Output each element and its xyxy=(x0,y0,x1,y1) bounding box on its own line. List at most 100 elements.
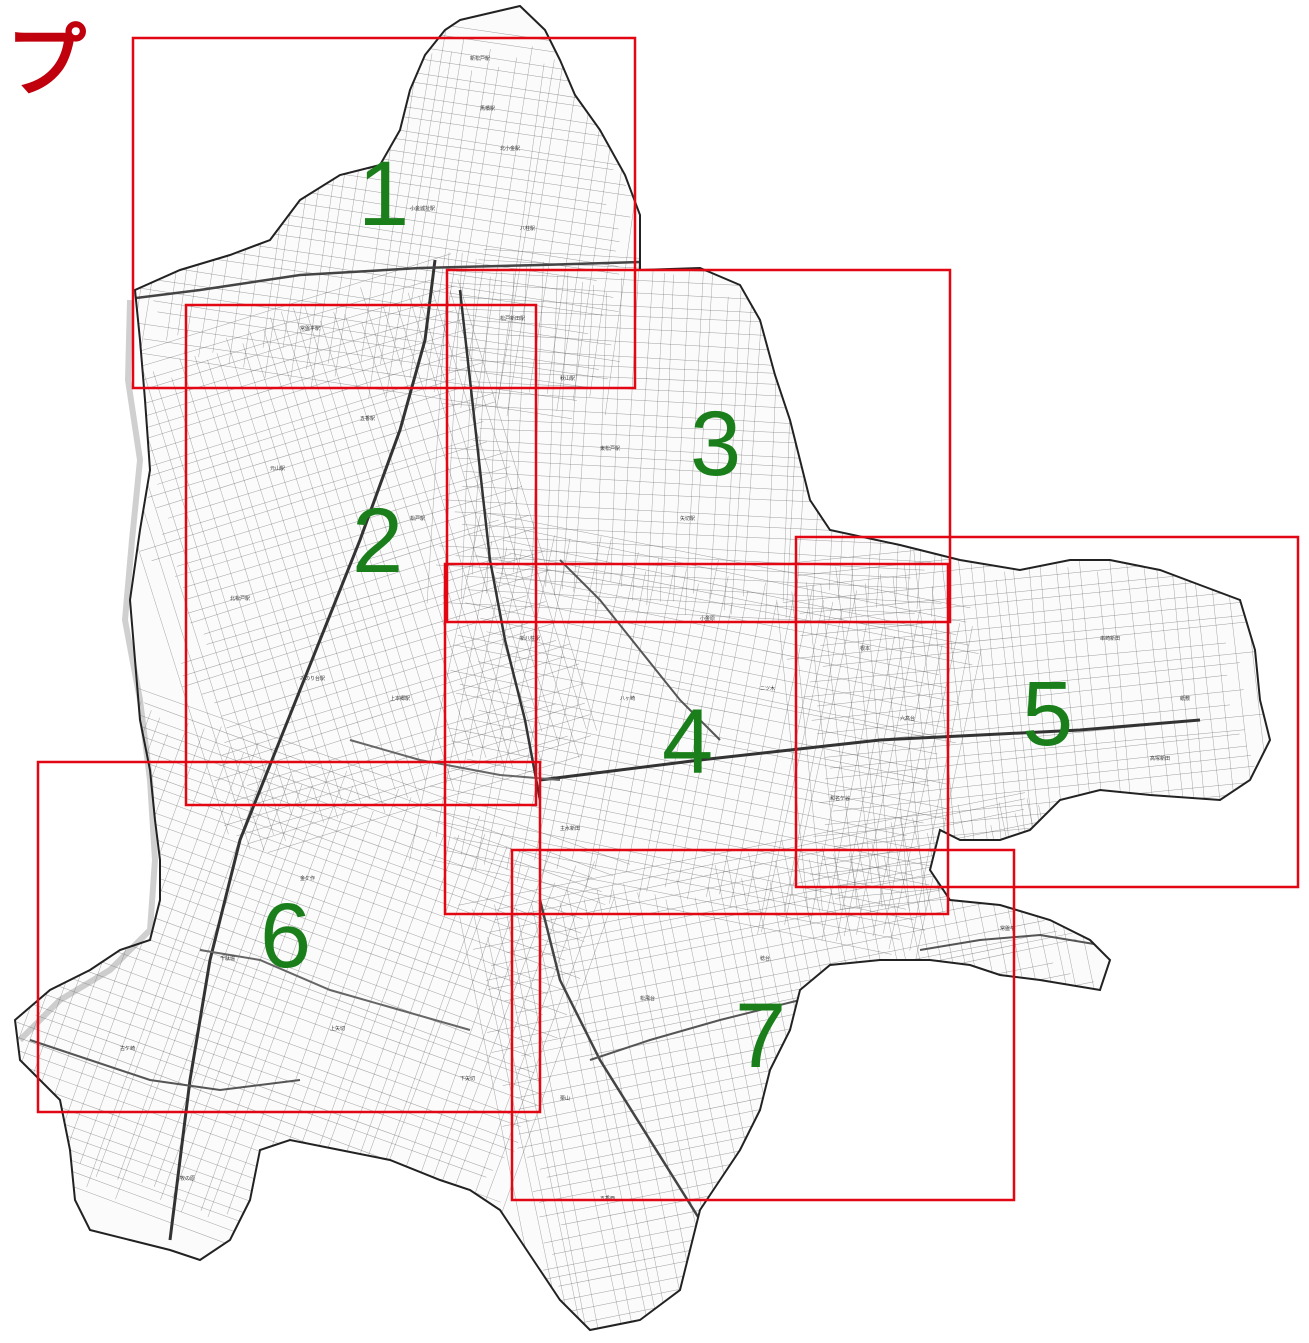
street-line xyxy=(882,645,943,934)
street-line xyxy=(113,279,432,375)
street-line xyxy=(632,261,654,601)
place-label: 新八柱駅 xyxy=(520,635,540,642)
road-line xyxy=(29,1039,301,1092)
place-label: 金ケ作 xyxy=(300,875,315,882)
street-line xyxy=(474,46,533,412)
city-area xyxy=(15,6,1270,1330)
street-line xyxy=(424,70,473,391)
street-line xyxy=(61,961,521,1127)
street-line xyxy=(207,359,342,801)
street-line xyxy=(42,993,505,1159)
street-block xyxy=(409,513,982,963)
street-line xyxy=(583,899,675,1330)
street-line xyxy=(171,6,630,53)
street-line xyxy=(1055,807,1152,1263)
street-line xyxy=(190,514,529,624)
street-line xyxy=(446,850,900,940)
street-line xyxy=(626,568,687,872)
sheet-number-1: 1 xyxy=(358,143,409,245)
street-line xyxy=(137,353,286,841)
street-line xyxy=(459,801,905,894)
street-line xyxy=(35,1014,487,1178)
street-line xyxy=(504,890,1046,1002)
street-line xyxy=(638,583,699,898)
street-line xyxy=(246,682,586,786)
street-line xyxy=(320,320,463,772)
sheet-frame-3[interactable] xyxy=(445,268,952,624)
street-line xyxy=(821,628,884,941)
sheet-frame-5[interactable] xyxy=(794,535,1300,889)
street-line xyxy=(664,576,729,888)
sheet-numbers: 1 2 3 4 5 6 7 xyxy=(260,143,1073,1087)
place-label: 八柱駅 xyxy=(520,225,535,232)
street-line xyxy=(541,539,612,883)
street-line xyxy=(203,527,537,635)
sheet-frame-6[interactable] xyxy=(36,760,542,1114)
street-line xyxy=(407,292,543,732)
sheet-frame-4[interactable] xyxy=(443,562,950,916)
road-line xyxy=(559,559,721,741)
street-line xyxy=(515,908,604,1330)
street-line xyxy=(451,740,907,837)
street-line xyxy=(566,888,660,1329)
street-line xyxy=(125,321,597,389)
street-line xyxy=(585,571,646,890)
street-line xyxy=(506,538,571,870)
street-line xyxy=(719,602,777,895)
street-line xyxy=(612,889,702,1330)
street-line xyxy=(56,726,222,1178)
street-line xyxy=(433,49,491,393)
street-line xyxy=(247,735,592,845)
street-line xyxy=(475,547,538,871)
street-line xyxy=(385,29,447,398)
street-line xyxy=(380,53,433,365)
street-line xyxy=(360,287,513,768)
street-line xyxy=(459,683,948,785)
street-line xyxy=(224,640,557,743)
street-line xyxy=(96,755,582,934)
road-line xyxy=(199,949,471,1031)
street-line xyxy=(693,271,714,594)
railways-and-roads xyxy=(29,259,1201,1241)
place-label: 小金原 xyxy=(700,615,715,622)
street-line xyxy=(684,265,704,616)
street-line xyxy=(609,562,676,904)
railway-line-jr xyxy=(168,259,437,1241)
street-line xyxy=(428,859,892,955)
street-line xyxy=(461,258,477,599)
sheet-frame-2[interactable] xyxy=(184,303,538,807)
sheet-frame-7[interactable] xyxy=(510,848,1016,1202)
street-line xyxy=(706,582,766,898)
street-line xyxy=(200,785,353,1211)
railway-line-hokuso xyxy=(539,718,1201,782)
place-label: 根本 xyxy=(860,645,870,652)
street-line xyxy=(115,762,279,1200)
street-line xyxy=(454,644,956,744)
street-line xyxy=(436,564,918,589)
street-line xyxy=(496,59,555,406)
sheet-frame-1[interactable] xyxy=(131,36,637,390)
street-line xyxy=(95,253,452,366)
street-line xyxy=(141,774,292,1184)
sheet-number-5: 5 xyxy=(1022,663,1073,765)
street-line xyxy=(79,747,231,1164)
street-line xyxy=(673,261,691,602)
street-line xyxy=(509,526,967,623)
street-line xyxy=(94,775,568,949)
street-line xyxy=(450,670,926,770)
street-line xyxy=(242,343,386,814)
street-line xyxy=(646,273,665,606)
street-line xyxy=(502,272,515,576)
street-line xyxy=(81,890,532,1057)
street-line xyxy=(494,809,1024,921)
street-line xyxy=(811,674,1228,721)
street-line xyxy=(832,765,1255,812)
street-line xyxy=(153,784,303,1187)
street-line xyxy=(162,436,481,535)
street-line xyxy=(729,580,798,908)
street-line xyxy=(825,733,1240,780)
place-label: 牧の原 xyxy=(180,1175,195,1182)
street-line xyxy=(573,285,594,592)
street-line xyxy=(687,590,749,900)
street-line xyxy=(143,338,577,401)
